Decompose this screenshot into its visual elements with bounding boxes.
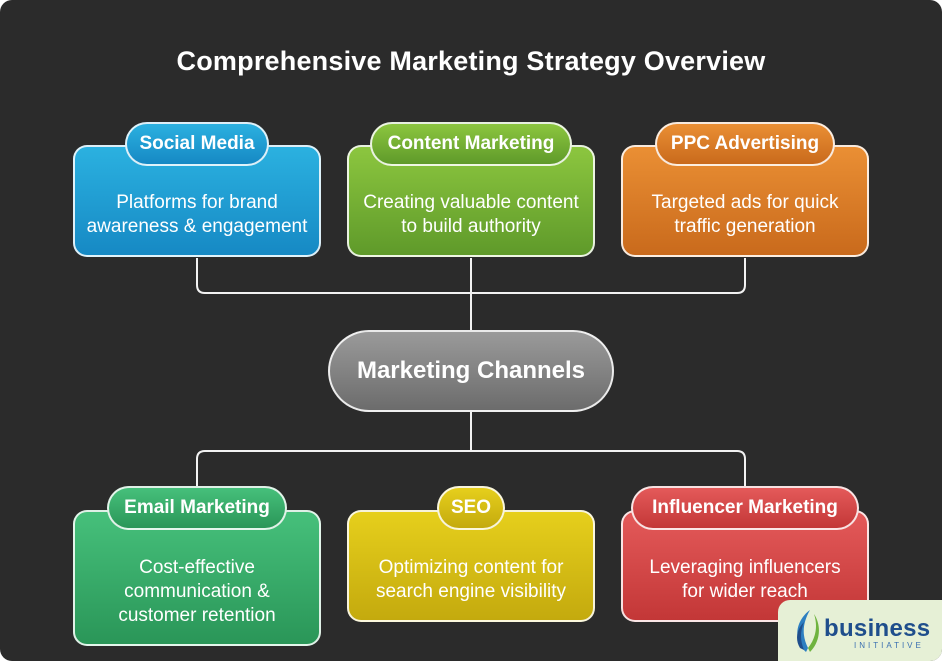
desc-line: for wider reach	[682, 581, 808, 602]
leaf-logo-icon	[797, 610, 819, 652]
diagram-title: Comprehensive Marketing Strategy Overvie…	[176, 46, 766, 76]
desc-line: Platforms for brand	[116, 192, 278, 213]
logo-word: business	[824, 615, 931, 642]
desc-line: Targeted ads for quick	[651, 192, 839, 213]
label-social-media: Social Media	[125, 122, 269, 166]
card-desc: Platforms for brand awareness & engageme…	[81, 191, 313, 239]
desc-line: Creating valuable content	[363, 192, 579, 213]
card-desc: Targeted ads for quick traffic generatio…	[629, 191, 861, 239]
desc-line: search engine visibility	[375, 581, 567, 602]
desc-line: communication &	[124, 581, 270, 602]
card-email-marketing: Cost-effective communication & customer …	[73, 510, 321, 646]
card-desc: Optimizing content for search engine vis…	[355, 556, 587, 604]
connector-bottom	[196, 412, 746, 486]
desc-line: Optimizing content for	[378, 557, 564, 578]
logo-subtitle: INITIATIVE	[854, 641, 924, 650]
card-desc: Cost-effective communication & customer …	[81, 556, 313, 628]
card-desc: Leveraging influencers for wider reach	[629, 556, 861, 604]
desc-line: to build authority	[401, 216, 541, 237]
center-node: Marketing Channels	[328, 330, 614, 412]
desc-line: customer retention	[118, 605, 276, 626]
card-desc: Creating valuable content to build autho…	[355, 191, 587, 239]
label-influencer-marketing: Influencer Marketing	[631, 486, 859, 530]
label-ppc-advertising: PPC Advertising	[655, 122, 835, 166]
label-content-marketing: Content Marketing	[370, 122, 572, 166]
connector-top	[196, 258, 746, 330]
desc-line: awareness & engagement	[86, 216, 308, 237]
business-initiative-logo: business INITIATIVE	[778, 600, 942, 661]
label-email-marketing: Email Marketing	[107, 486, 287, 530]
label-seo: SEO	[437, 486, 505, 530]
desc-line: traffic generation	[674, 216, 816, 237]
desc-line: Leveraging influencers	[649, 557, 841, 578]
desc-line: Cost-effective	[139, 557, 255, 578]
